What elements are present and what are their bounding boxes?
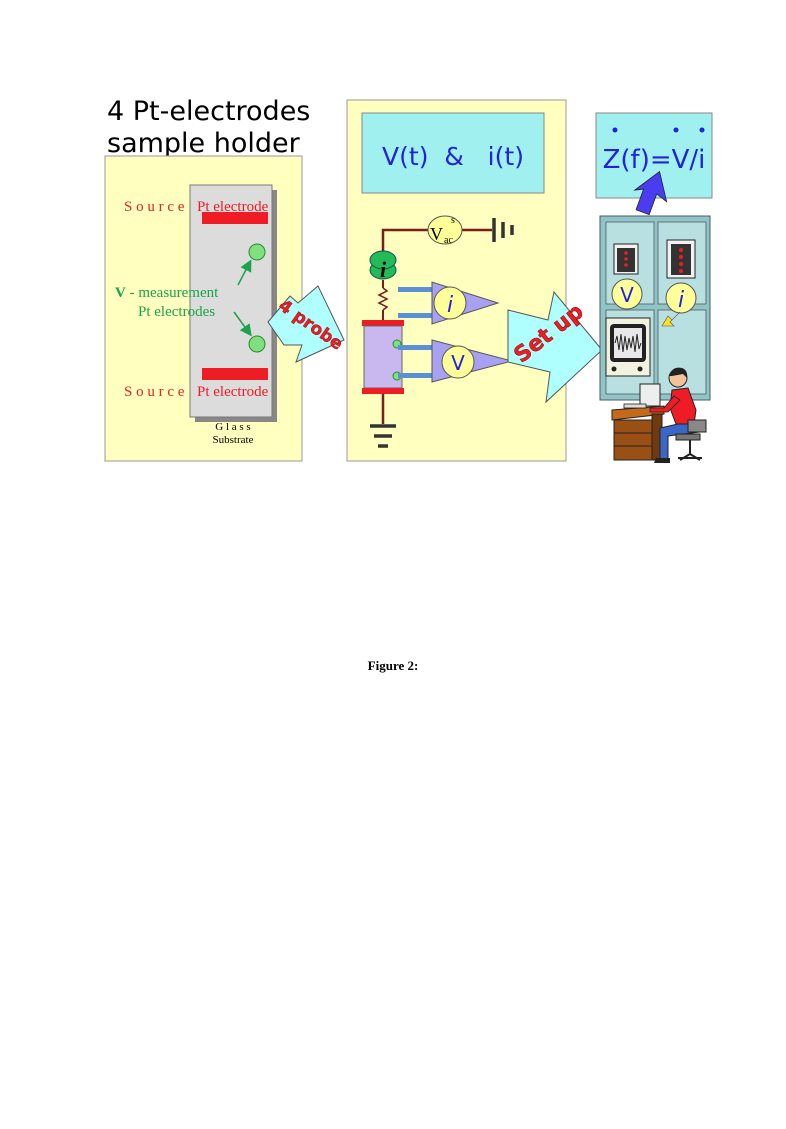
meter-yellow-arrow [661, 311, 681, 327]
oscilloscope-knob-1 [611, 366, 617, 372]
source-wire [381, 228, 428, 254]
figure-caption: Figure 2: [367, 658, 419, 673]
vac-main: V [430, 224, 443, 244]
v-amp-input-1 [398, 345, 434, 350]
person-shoe [654, 458, 670, 463]
pt-electrodes-label: Pt electrodes [138, 304, 215, 320]
meter-i-circle [665, 282, 697, 314]
computer-keyboard [623, 403, 647, 409]
meter-v-circle [611, 278, 643, 310]
i-amp-label: i [447, 293, 453, 318]
sample-top-contact [362, 320, 404, 326]
impedance-formula: Z(f)=V/i [603, 145, 706, 175]
current-source-label: i [380, 257, 387, 282]
v-arrow-top [237, 259, 252, 286]
phasor-dot-v [673, 127, 679, 133]
vi-title-box [361, 112, 545, 194]
person-arm [649, 395, 681, 413]
i-amp-input-1 [398, 287, 434, 292]
chair-base [678, 453, 702, 461]
resistor [377, 287, 389, 311]
i-amp-input-2 [398, 313, 434, 318]
ac-voltage-source [427, 215, 463, 245]
figure-diagram: 4 Pt-electrodes sample holder S o u r c … [104, 96, 713, 463]
oscilloscope-knob-2 [637, 366, 643, 372]
computer-monitor [639, 383, 661, 407]
source-electrode-top [202, 212, 268, 224]
phasor-dot-z [612, 127, 618, 133]
vi-title: V(t) & i(t) [382, 142, 524, 171]
v-amp-label: V [451, 351, 465, 375]
left-title-line1: 4 Pt-electrodes [107, 96, 310, 127]
glass-label: G l a s s [215, 421, 250, 433]
result-up-arrow [633, 170, 668, 216]
chair-seat [675, 433, 701, 441]
source-bottom-electrode: Pt electrode [197, 384, 269, 400]
vac-subscript: ac [444, 235, 453, 246]
meter-2-led-3 [679, 262, 683, 266]
substrate-label: Substrate [213, 434, 254, 446]
meter-2-led-4 [679, 269, 683, 273]
meter-2-led-1 [679, 248, 683, 252]
v-measurement-label: V - measurement [115, 285, 219, 301]
left-title-line2: sample holder [107, 128, 301, 159]
source-bottom-word: S o u r c e [124, 384, 185, 400]
setup-panel: Z(f)=V/i V i [595, 112, 713, 463]
meter-device-2-front [671, 244, 691, 275]
v-amp-input-2 [398, 373, 434, 378]
vac-superscript: s [451, 215, 455, 226]
v-electrode-bottom [248, 335, 266, 353]
v-arrow-bottom [233, 311, 252, 337]
meter-i-label: i [678, 288, 684, 313]
source-top-electrode: Pt electrode [197, 199, 269, 215]
source-electrode-bottom [202, 368, 268, 380]
desk-drawers [613, 419, 653, 461]
i-amp-circle [433, 286, 467, 320]
measurement-panel: V(t) & i(t) V s ac i [346, 99, 567, 462]
meter-1-led-2 [624, 257, 628, 261]
chair-back [687, 419, 707, 433]
oscilloscope-waveform [614, 333, 642, 353]
meter-v-label: V [620, 283, 634, 307]
meter-2-led-2 [679, 255, 683, 259]
phasor-dot-i [699, 127, 705, 133]
meter-1-led-3 [624, 263, 628, 267]
meter-1-led-1 [624, 251, 628, 255]
sample-bottom-contact [362, 388, 404, 394]
person-hair [669, 367, 688, 378]
v-amp-circle [441, 345, 475, 379]
probe-arrow-shape [267, 285, 345, 363]
sample-holder-panel: 4 Pt-electrodes sample holder S o u r c … [104, 96, 310, 462]
setup-arrow-shape [507, 290, 603, 404]
current-source-top [369, 250, 397, 270]
v-electrode-top [248, 243, 266, 261]
source-top-word: S o u r c e [124, 199, 185, 215]
